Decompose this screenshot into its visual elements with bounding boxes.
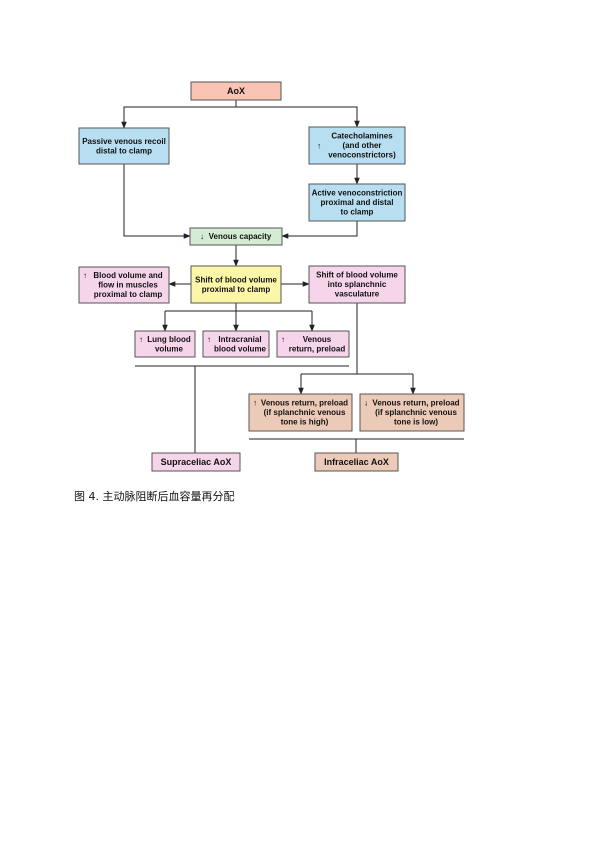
node-box [308,183,406,222]
node-label: Active venoconstriction [312,189,403,198]
diagram-connectors [121,100,464,453]
node-label: distal to clamp [96,146,152,155]
node-box [308,265,406,304]
node-label: Shift of blood volume [316,271,398,280]
node-label: (and other [342,141,381,150]
node-label: Shift of blood volume [195,275,277,284]
node-box [190,81,282,101]
edge-aox-to-passive [121,100,237,129]
edge-aox-to-catecholamines [236,106,360,128]
arrow-up-icon: ↑ [281,335,285,344]
node-label: (if splanchnic venous [264,408,346,417]
edge-passive-to-capacity [123,164,191,239]
node-box [308,126,406,165]
node-box [78,127,170,165]
node-supraceliac: Supraceliac AoX [151,452,241,472]
arrow-up-icon: ↑ [317,142,321,151]
node-label: Passive venous recoil [82,137,166,146]
node-label: volume [155,344,184,353]
node-label: AoX [227,86,245,96]
node-label: venoconstrictors) [328,151,396,160]
edge-active-to-capacity [281,221,358,239]
figure-caption: 图 4. 主动脉阻断后血容量再分配 [74,490,235,503]
arrow-up-icon: ↑ [207,335,211,344]
node-label: proximal and distal [321,198,394,207]
edge-splanchnic-branch [301,303,413,375]
node-label: Supraceliac AoX [161,457,232,467]
node-label: Catecholamines [331,132,393,141]
node-label: (if splanchnic venous [375,408,457,417]
node-box [248,393,353,432]
node-label: Venous capacity [209,232,272,241]
node-box [78,266,170,304]
arrow-down-icon: ↓ [364,399,368,408]
node-label: flow in muscles [98,281,158,290]
arrow-up-icon: ↑ [139,335,143,344]
node-box [359,393,465,432]
node-box [276,330,350,358]
node-label: Venous return, preload [372,399,459,408]
node-infraceliac: Infraceliac AoX [314,452,399,472]
node-vr-low: ↓ Venous return, preload(if splanchnic ve… [359,393,465,432]
node-label: Venous [303,335,332,344]
node-vr-high: ↑ Venous return, preload(if splanchnic ve… [248,393,353,432]
node-label: tone is high) [281,418,329,427]
node-box [202,330,270,358]
node-box [189,227,283,246]
node-label: proximal to clamp [202,285,271,294]
node-capacity: ↓ Venous capacity [189,227,283,246]
node-label: to clamp [341,208,374,217]
node-label: tone is low) [394,418,438,427]
arrow-up-icon: ↑ [83,271,87,280]
node-label: return, preload [289,344,346,353]
node-box [314,452,399,472]
arrow-down-icon: ↓ [200,232,204,241]
node-catechol: ↑ Catecholamines(and othervenoconstrictor… [308,126,406,165]
node-box [190,265,282,304]
node-aox: AoX [190,81,282,101]
arrow-up-icon: ↑ [253,399,257,408]
node-label: blood volume [214,344,267,353]
node-label: Intracranial [218,335,261,344]
node-label: Blood volume and [93,271,162,280]
node-label: proximal to clamp [94,290,163,299]
node-label: Venous return, preload [261,399,348,408]
node-box [151,452,241,472]
node-label: vasculature [335,290,380,299]
node-label: Infraceliac AoX [324,457,389,467]
node-label: into splanchnic [328,280,387,289]
node-box [134,330,196,358]
node-label: Lung blood [147,335,191,344]
